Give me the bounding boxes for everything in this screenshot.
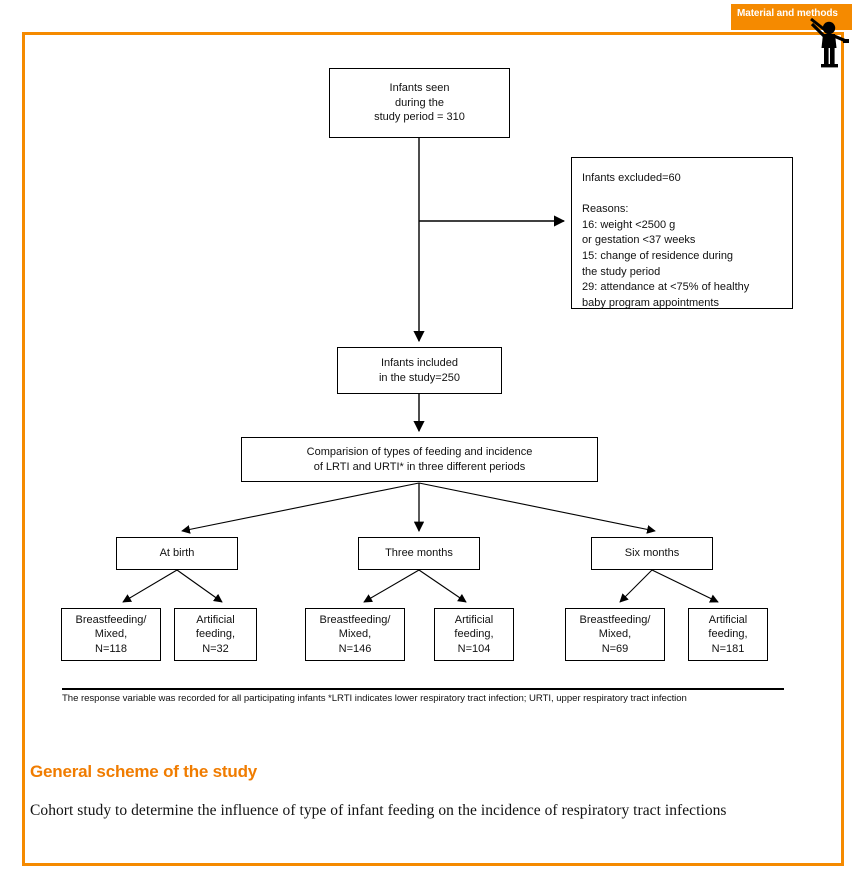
node-breastfeeding-mixed-birth: Breastfeeding/ Mixed, N=118 bbox=[61, 608, 161, 661]
node-infants-seen: Infants seen during the study period = 3… bbox=[329, 68, 510, 138]
edge-comparison-to-birth bbox=[181, 482, 420, 534]
node-period-six-months: Six months bbox=[591, 537, 713, 570]
node-infants-excluded: Infants excluded=60 Reasons: 16: weight … bbox=[571, 157, 793, 309]
figure-title: General scheme of the study bbox=[30, 762, 258, 781]
node-artificial-feeding-six-months: Artificial feeding, N=181 bbox=[688, 608, 768, 661]
edge-birth-to-bf1 bbox=[122, 569, 178, 603]
edge-three-to-af2 bbox=[418, 569, 467, 603]
node-artificial-feeding-three-months: Artificial feeding, N=104 bbox=[434, 608, 514, 661]
node-period-at-birth: At birth bbox=[116, 537, 238, 570]
node-comparison: Comparision of types of feeding and inci… bbox=[241, 437, 598, 482]
page-border bbox=[22, 32, 844, 866]
edge-six-to-af3 bbox=[651, 569, 719, 603]
node-breastfeeding-mixed-three-months: Breastfeeding/ Mixed, N=146 bbox=[305, 608, 405, 661]
figure-subtitle: Cohort study to determine the influence … bbox=[30, 802, 727, 819]
edge-three-to-bf2 bbox=[363, 569, 420, 603]
node-breastfeeding-mixed-six-months: Breastfeeding/ Mixed, N=69 bbox=[565, 608, 665, 661]
node-artificial-feeding-birth: Artificial feeding, N=32 bbox=[174, 608, 257, 661]
edge-birth-to-af1 bbox=[176, 569, 223, 603]
footnote-divider bbox=[62, 688, 784, 690]
presenter-person-icon bbox=[810, 17, 849, 68]
node-period-three-months: Three months bbox=[358, 537, 480, 570]
edge-comparison-to-six bbox=[418, 482, 656, 534]
node-infants-included: Infants included in the study=250 bbox=[337, 347, 502, 394]
edge-six-to-bf3 bbox=[619, 569, 653, 603]
section-tab-label: Material and methods bbox=[737, 8, 838, 19]
footnote-text: The response variable was recorded for a… bbox=[62, 693, 687, 704]
